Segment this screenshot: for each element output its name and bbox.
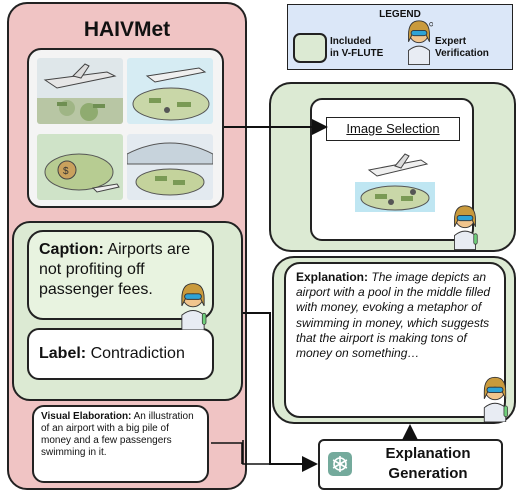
arrow-visual-to-generation [242, 440, 318, 471]
caption-label: Caption: [39, 241, 104, 258]
legend-expert-text: Expert Verification [435, 36, 489, 60]
explanation-generation-box [318, 439, 503, 490]
scientist-avatar-icon [181, 283, 207, 330]
legend-included-text: Included in V-FLUTE [330, 36, 383, 60]
explanation-generation-line2: Generation [388, 465, 468, 482]
legend-included-line1: Included [330, 36, 372, 47]
caption-box: Caption: Airports are not profiting off … [27, 230, 214, 320]
thumbnail-4 [127, 134, 213, 200]
legend-expert-line1: Expert [435, 36, 467, 47]
visual-elaboration-text: An illustration of an airport with a big… [41, 411, 194, 458]
selected-image [355, 148, 435, 224]
legend-expert-line2: Verification [435, 48, 489, 59]
openai-logo-icon [328, 452, 352, 476]
legend-included-line2: in V-FLUTE [330, 48, 384, 59]
legend-included-swatch [293, 33, 327, 63]
caption-text: Airports are not profiting off passenger… [39, 241, 191, 298]
label-label: Label: [39, 345, 87, 362]
scientist-avatar-icon [408, 20, 433, 65]
svg-text:$: $ [63, 166, 69, 177]
explanation-generation-label: Explanation Generation [355, 444, 501, 484]
thumbnail-2 [127, 58, 213, 124]
visual-elaboration-box: Visual Elaboration: An illustration of a… [32, 405, 209, 483]
thumbnail-1 [37, 58, 123, 124]
explanation-box: Explanation: The image depicts an airpor… [284, 262, 506, 418]
visual-elaboration-label: Visual Elaboration: [41, 411, 132, 422]
explanation-text: The image depicts an airport with a pool… [296, 270, 491, 361]
label-text: Contradiction [90, 345, 185, 362]
panel-title: HAIVMet [83, 18, 171, 41]
legend-title: LEGEND [379, 9, 421, 20]
explanation-label: Explanation: [296, 270, 369, 284]
image-selection-title: Image Selection [326, 117, 460, 141]
scientist-avatar-icon [454, 205, 478, 250]
label-box: Label: Contradiction [27, 328, 214, 380]
scientist-avatar-icon [483, 376, 508, 422]
explanation-generation-line1: Explanation [385, 445, 471, 462]
thumbnail-3: $ [37, 134, 123, 200]
